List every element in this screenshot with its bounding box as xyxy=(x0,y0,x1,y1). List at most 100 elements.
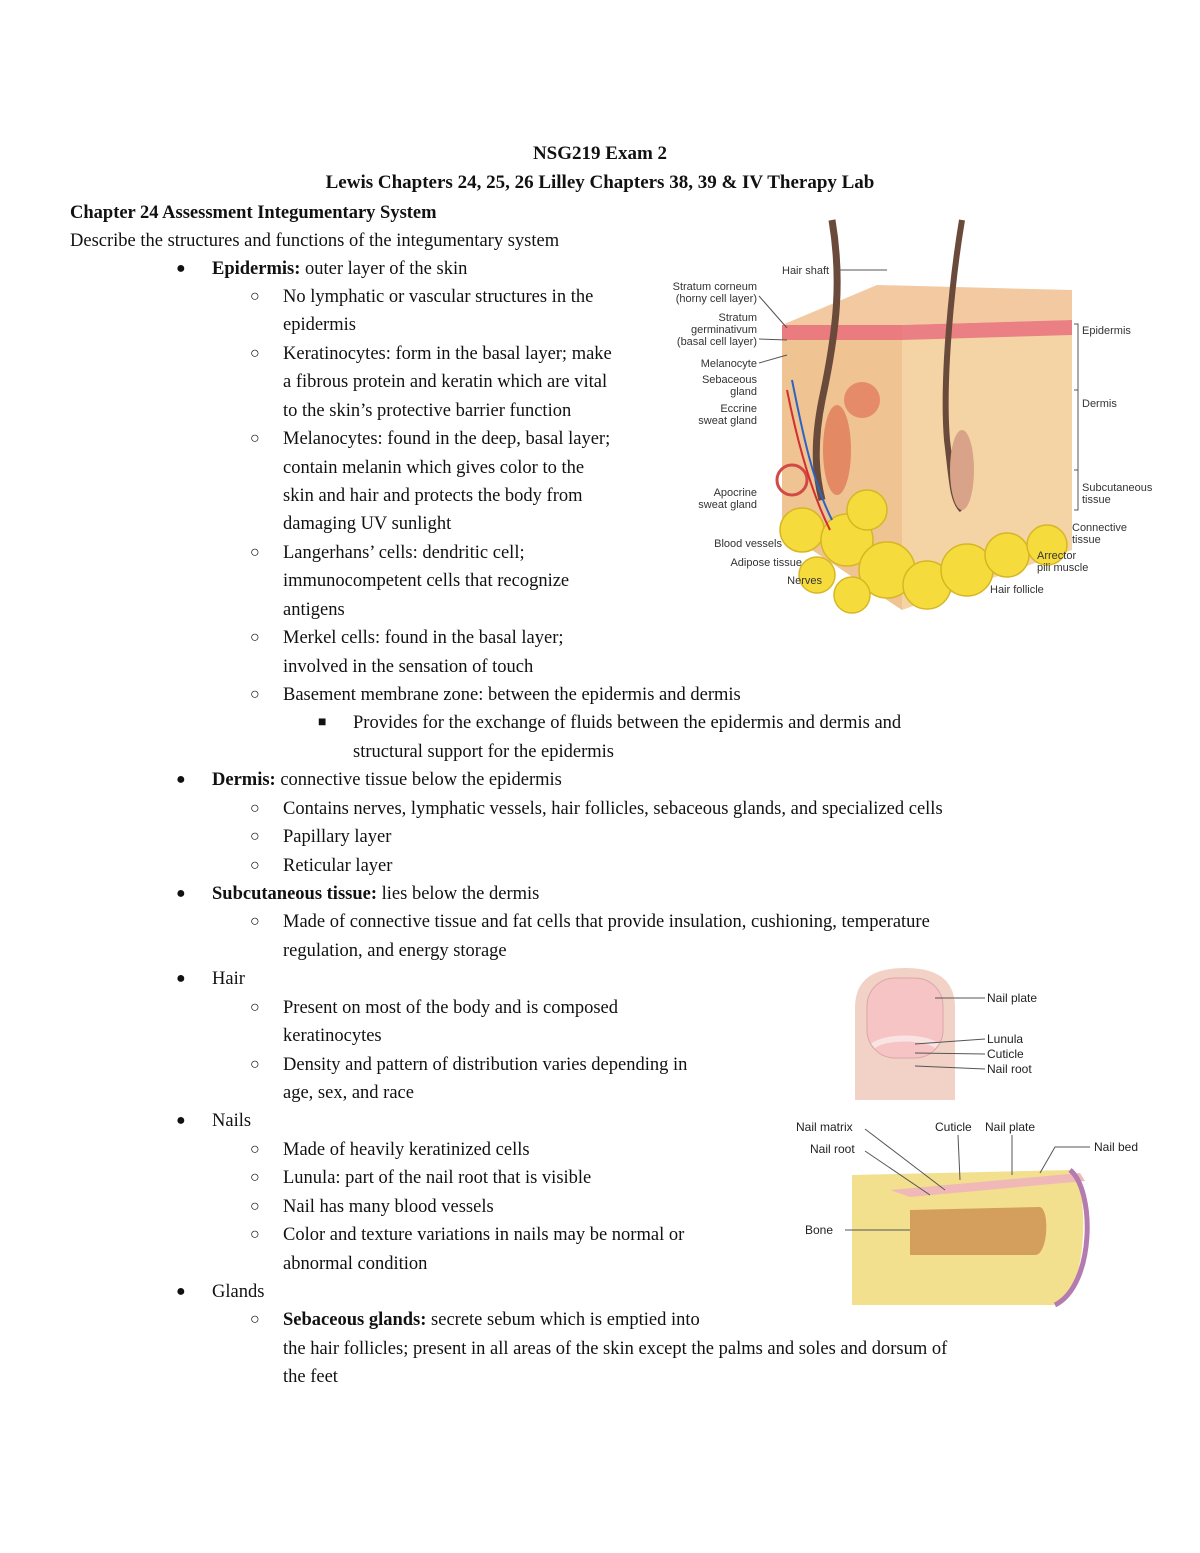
list-item-cont: antigens xyxy=(283,600,345,620)
hair-follicle xyxy=(823,405,851,495)
label-cuticle: Cuticle xyxy=(987,1047,1024,1061)
list-item: Langerhans’ cells: dendritic cell; xyxy=(283,543,525,563)
epidermis-desc: outer layer of the skin xyxy=(300,259,468,279)
nail-top-diagram: Nail plate Lunula Cuticle Nail root xyxy=(855,968,1037,1100)
list-item-cont: skin and hair and protects the body from xyxy=(283,486,583,506)
bullet-disc: ● xyxy=(176,1112,186,1129)
list-item-subcutaneous: Subcutaneous tissue: lies below the derm… xyxy=(212,880,539,909)
label-adipose-tissue: Adipose tissue xyxy=(730,557,802,569)
label-arrector: Arrector xyxy=(1037,550,1076,562)
nail-plate-shape-side xyxy=(890,1173,1085,1197)
blood-vessel-blue xyxy=(791,379,833,521)
list-item: Basement membrane zone: between the epid… xyxy=(283,685,741,705)
label-nerves: Nerves xyxy=(787,575,822,587)
list-item-cont: involved in the sensation of touch xyxy=(283,657,534,677)
list-item: Lunula: part of the nail root that is vi… xyxy=(283,1168,592,1188)
label-stratum-corneum: Stratum corneum xyxy=(673,281,757,293)
term-sebaceous: Sebaceous glands: xyxy=(283,1310,427,1330)
nail-cross-section-figure: Nail matrix Nail root Cuticle Nail plate… xyxy=(790,1115,1150,1315)
bullet-circle: ○ xyxy=(250,857,260,874)
bullet-square: ■ xyxy=(318,715,327,730)
bullet-circle: ○ xyxy=(250,629,260,646)
list-item: Color and texture variations in nails ma… xyxy=(283,1225,685,1245)
label-stratum: Stratum xyxy=(718,312,757,324)
bone-shape xyxy=(910,1207,1047,1255)
list-item-nails: Nails xyxy=(212,1111,252,1131)
label-nail-root-2: Nail root xyxy=(810,1142,855,1156)
skin-top-surface xyxy=(782,285,1072,325)
bullet-disc: ● xyxy=(176,885,186,902)
label-tissue-2: tissue xyxy=(1072,534,1101,546)
bullet-circle: ○ xyxy=(250,1056,260,1073)
label-gland: gland xyxy=(730,386,757,398)
list-item-cont: abnormal condition xyxy=(283,1254,428,1274)
label-nail-bed: Nail bed xyxy=(1094,1140,1138,1154)
list-item: Contains nerves, lymphatic vessels, hair… xyxy=(283,799,943,819)
list-item: No lymphatic or vascular structures in t… xyxy=(283,287,594,307)
label-cuticle-2: Cuticle xyxy=(935,1120,972,1134)
bullet-circle: ○ xyxy=(250,913,260,930)
label-melanocyte: Melanocyte xyxy=(701,358,757,370)
bullet-disc: ● xyxy=(176,970,186,987)
subcutaneous-desc: lies below the dermis xyxy=(377,884,540,904)
section-heading: Chapter 24 Assessment Integumentary Syst… xyxy=(70,203,437,223)
label-tissue: tissue xyxy=(1082,494,1111,506)
label-dermis: Dermis xyxy=(1082,398,1117,410)
list-item-cont: to the skin’s protective barrier functio… xyxy=(283,401,572,421)
list-item-cont: the feet xyxy=(283,1367,338,1387)
list-item-glands: Glands xyxy=(212,1282,265,1302)
sweat-gland-coil xyxy=(775,463,809,497)
list-item: Merkel cells: found in the basal layer; xyxy=(283,628,564,648)
dermis-desc: connective tissue below the epidermis xyxy=(275,770,562,790)
list-item-cont: epidermis xyxy=(283,315,356,335)
bullet-circle: ○ xyxy=(250,1169,260,1186)
list-item: Provides for the exchange of fluids betw… xyxy=(353,713,902,733)
label-germinativum: germinativum xyxy=(691,324,757,336)
label-sweat-gland: sweat gland xyxy=(698,415,757,427)
bullet-circle: ○ xyxy=(250,430,260,447)
bullet-disc: ● xyxy=(176,1283,186,1300)
document-subtitle: Lewis Chapters 24, 25, 26 Lilley Chapter… xyxy=(325,172,875,193)
list-item: Keratinocytes: form in the basal layer; … xyxy=(283,344,612,364)
bullet-circle: ○ xyxy=(250,1198,260,1215)
bullet-circle: ○ xyxy=(250,828,260,845)
list-item: Melanocytes: found in the deep, basal la… xyxy=(283,429,611,449)
label-horny-cell-layer: (horny cell layer) xyxy=(676,293,757,305)
adipose-globules xyxy=(779,489,1068,614)
term-subcutaneous: Subcutaneous tissue: xyxy=(212,884,378,904)
label-bone: Bone xyxy=(805,1223,833,1237)
nail-side-diagram: Nail matrix Nail root Cuticle Nail plate… xyxy=(796,1120,1138,1308)
list-item: Papillary layer xyxy=(283,827,392,847)
label-blood-vessels: Blood vessels xyxy=(714,538,782,550)
label-connective: Connective xyxy=(1072,522,1127,534)
bullet-circle: ○ xyxy=(250,1311,260,1328)
hair-follicle-2 xyxy=(950,430,974,510)
bullet-circle: ○ xyxy=(250,999,260,1016)
list-item-cont: contain melanin which gives color to the xyxy=(283,458,585,478)
label-hair-shaft: Hair shaft xyxy=(782,265,829,277)
list-item-epidermis: Epidermis: outer layer of the skin xyxy=(212,255,467,284)
list-item-cont: a fibrous protein and keratin which are … xyxy=(283,372,608,392)
document-title: NSG219 Exam 2 xyxy=(532,143,668,164)
list-item: Present on most of the body and is compo… xyxy=(283,998,619,1018)
nail-bed-edge xyxy=(1053,1168,1090,1308)
sebaceous-gland xyxy=(844,382,880,418)
term-dermis: Dermis: xyxy=(212,770,276,790)
bullet-circle: ○ xyxy=(250,544,260,561)
list-item-cont: damaging UV sunlight xyxy=(283,514,452,534)
lunula-shape xyxy=(871,1035,939,1049)
section-intro: Describe the structures and functions of… xyxy=(70,231,560,251)
list-item-cont: keratinocytes xyxy=(283,1026,382,1046)
list-item-cont: structural support for the epidermis xyxy=(353,742,614,762)
list-item-cont: the hair follicles; present in all areas… xyxy=(283,1339,948,1359)
label-subcutaneous: Subcutaneous xyxy=(1082,482,1153,494)
bullet-circle: ○ xyxy=(250,288,260,305)
list-item-hair: Hair xyxy=(212,969,245,989)
label-epidermis: Epidermis xyxy=(1082,325,1131,337)
bullet-disc: ● xyxy=(176,771,186,788)
sebaceous-desc: secrete sebum which is emptied into xyxy=(426,1310,700,1330)
bullet-circle: ○ xyxy=(250,1226,260,1243)
label-nail-plate: Nail plate xyxy=(987,991,1037,1005)
blood-vessel-red xyxy=(786,389,831,531)
